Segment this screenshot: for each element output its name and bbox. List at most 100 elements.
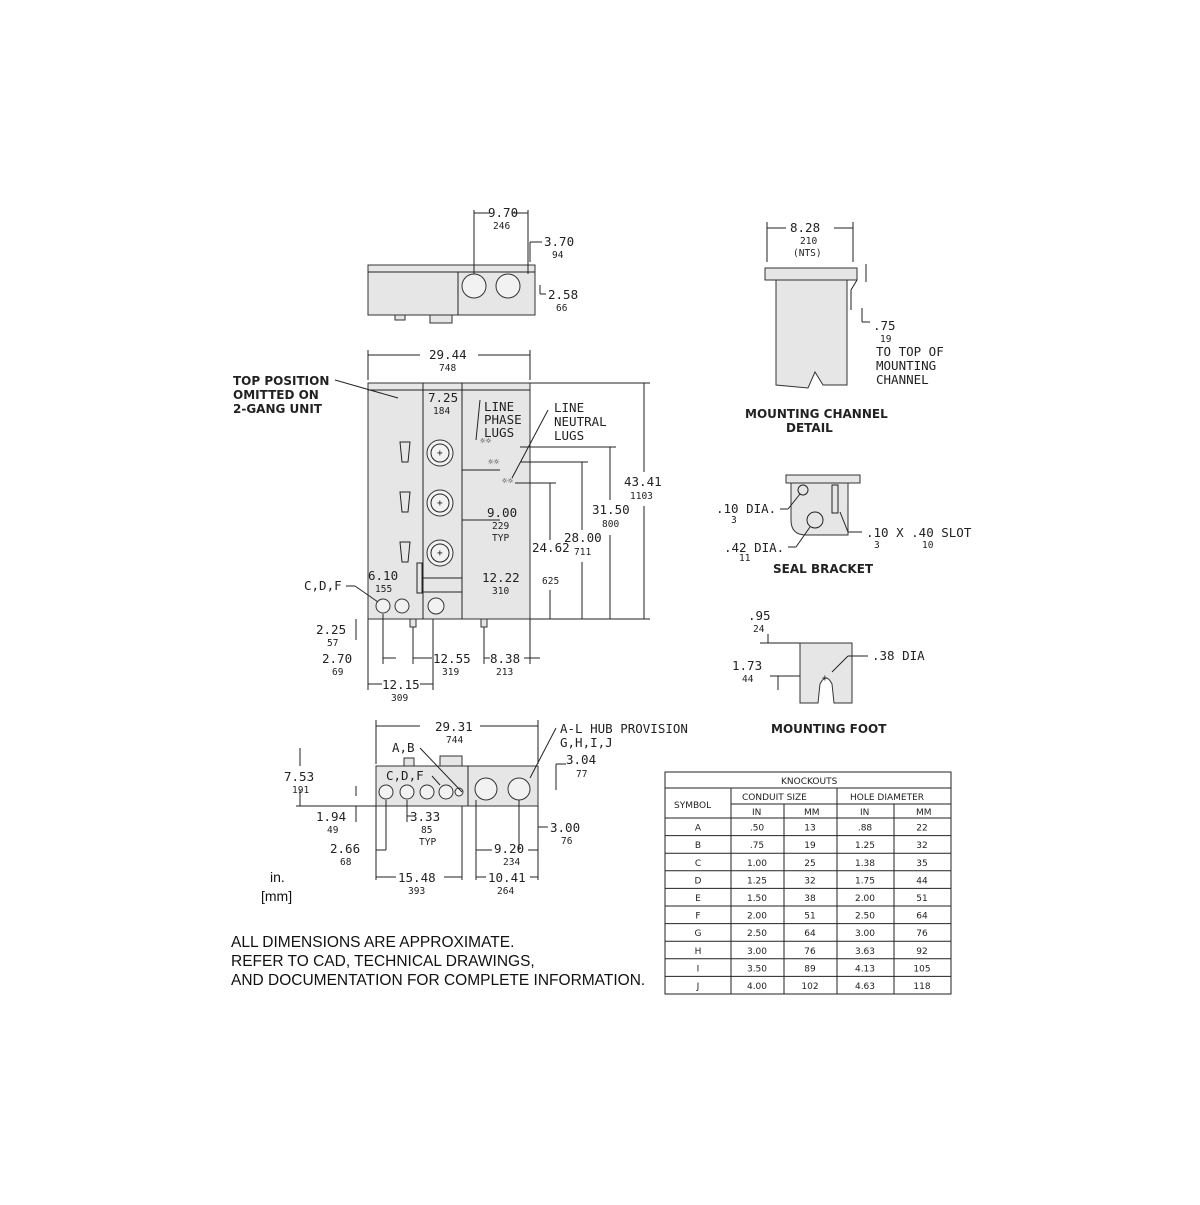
dim-2-25: 2.25 (316, 622, 346, 637)
seal-bracket-title: SEAL BRACKET (773, 562, 874, 576)
svg-text:☼☼: ☼☼ (480, 436, 492, 447)
table-cell: 89 (804, 964, 816, 974)
channel-note-2: MOUNTING (876, 358, 936, 373)
knockouts-table: KNOCKOUTS SYMBOL CONDUIT SIZE HOLE DIAME… (664, 771, 952, 995)
knockouts-conduit-header: CONDUIT SIZE (742, 793, 807, 803)
table-cell: 3.00 (855, 929, 875, 939)
dim-12-15: 12.15 (382, 677, 420, 692)
dim-28-00-mm: 711 (574, 547, 591, 558)
note-line-3: AND DOCUMENTATION FOR COMPLETE INFORMATI… (231, 972, 645, 989)
label-cdf-bottom: C,D,F (386, 768, 424, 783)
table-cell: 1.25 (855, 841, 875, 851)
dim-9-00-typ: TYP (492, 533, 509, 544)
table-cell: 64 (804, 929, 816, 939)
line-phase-lugs-1: LINE (484, 399, 514, 414)
hub-provision-1: A-L HUB PROVISION (560, 721, 688, 736)
table-cell: 1.75 (855, 876, 875, 886)
dim-31-50: 31.50 (592, 502, 630, 517)
table-cell: D (695, 876, 702, 886)
dim-1-73: 1.73 (732, 658, 762, 673)
dim-3-33-mm: 85 (421, 825, 432, 836)
table-cell: J (696, 982, 700, 992)
table-cell: .50 (750, 824, 765, 834)
dim-3-70-mm: 94 (552, 250, 564, 261)
dim-2-66: 2.66 (330, 841, 360, 856)
table-cell: I (697, 964, 700, 974)
dim-1-94: 1.94 (316, 809, 346, 824)
dim-1-73-mm: 44 (742, 674, 754, 685)
dim-10-41-mm: 264 (497, 886, 514, 897)
dim-9-70-mm: 246 (493, 221, 510, 232)
dim-12-55-mm: 319 (442, 667, 459, 678)
dim-9-20: 9.20 (494, 841, 524, 856)
table-cell: E (695, 894, 701, 904)
dim-3-33: 3.33 (410, 809, 440, 824)
top-view: 9.70 246 3.70 94 2.58 66 (367, 205, 578, 324)
table-cell: 76 (804, 947, 816, 957)
knockouts-sub-mm-1: MM (804, 808, 820, 818)
note-line-1: ALL DIMENSIONS ARE APPROXIMATE. (231, 934, 514, 951)
table-cell: 105 (913, 964, 930, 974)
dim-8-28-nts: (NTS) (793, 248, 822, 259)
dim-29-31-mm: 744 (446, 735, 463, 746)
knockouts-sub-in-2: IN (860, 808, 869, 818)
dim-24-62-mm: 625 (542, 576, 559, 587)
hub-provision-2: G,H,I,J (560, 735, 613, 750)
dim-8-28-mm: 210 (800, 236, 817, 247)
seal-hole-small: .10 DIA. (716, 501, 776, 516)
table-cell: 38 (804, 894, 816, 904)
dim-2-66-mm: 68 (340, 857, 352, 868)
channel-title-1: MOUNTING CHANNEL (745, 407, 888, 421)
table-cell: 25 (804, 859, 815, 869)
table-cell: 4.63 (855, 982, 875, 992)
dim-29-44: 29.44 (429, 347, 467, 362)
dim-1-94-mm: 49 (327, 825, 339, 836)
note-line-2: REFER TO CAD, TECHNICAL DRAWINGS, (231, 953, 535, 970)
mounting-foot-title: MOUNTING FOOT (771, 722, 887, 736)
table-cell: 3.63 (855, 947, 875, 957)
line-neutral-lugs-1: LINE (554, 400, 584, 415)
dim-43-41-mm: 1103 (630, 491, 653, 502)
table-cell: 35 (916, 859, 927, 869)
dim-2-70-mm: 69 (332, 667, 344, 678)
table-cell: 1.25 (747, 876, 767, 886)
line-neutral-lugs-2: NEUTRAL (554, 414, 607, 429)
foot-hole: .38 DIA (872, 648, 925, 663)
seal-hole-large: .42 DIA. (724, 540, 784, 555)
svg-text:☼☼: ☼☼ (502, 476, 514, 487)
channel-title-2: DETAIL (786, 421, 833, 435)
dim-31-50-mm: 800 (602, 519, 619, 530)
dim-3-70: 3.70 (544, 234, 574, 249)
dim-7-53-mm: 191 (292, 785, 309, 796)
mounting-foot: .95 24 1.73 44 + .38 DIA MOUNTING FOOT (732, 608, 925, 736)
units-mm: [mm] (261, 888, 292, 904)
seal-hole-small-mm: 3 (731, 515, 737, 526)
dim-8-38: 8.38 (490, 651, 520, 666)
dim-29-31: 29.31 (435, 719, 473, 734)
knockouts-sub-mm-2: MM (916, 808, 932, 818)
svg-text:+: + (822, 673, 828, 684)
table-cell: 2.50 (855, 912, 875, 922)
table-cell: 118 (913, 982, 930, 992)
table-cell: 2.00 (747, 912, 767, 922)
table-cell: G (695, 929, 702, 939)
dim-6-10: 6.10 (368, 568, 398, 583)
mounting-foot-body (799, 642, 853, 704)
knockouts-title: KNOCKOUTS (781, 777, 838, 787)
table-cell: F (695, 912, 700, 922)
knockouts-hole-header: HOLE DIAMETER (850, 793, 924, 803)
table-cell: 2.50 (747, 929, 767, 939)
table-cell: 44 (916, 876, 928, 886)
dim-3-33-typ: TYP (419, 837, 436, 848)
front-view: + + + ☼☼ ☼☼ ☼☼ 29.44 748 TOP POSITION OM… (233, 347, 662, 704)
dim-43-41: 43.41 (624, 474, 662, 489)
dim-7-25-mm: 184 (433, 406, 450, 417)
table-cell: H (695, 947, 702, 957)
dim-0-95: .95 (748, 608, 771, 623)
top-knockout-left (461, 273, 487, 299)
dim-12-55: 12.55 (433, 651, 471, 666)
table-cell: .88 (858, 824, 873, 834)
seal-slot: .10 X .40 SLOT (866, 525, 972, 540)
table-cell: 102 (801, 982, 818, 992)
